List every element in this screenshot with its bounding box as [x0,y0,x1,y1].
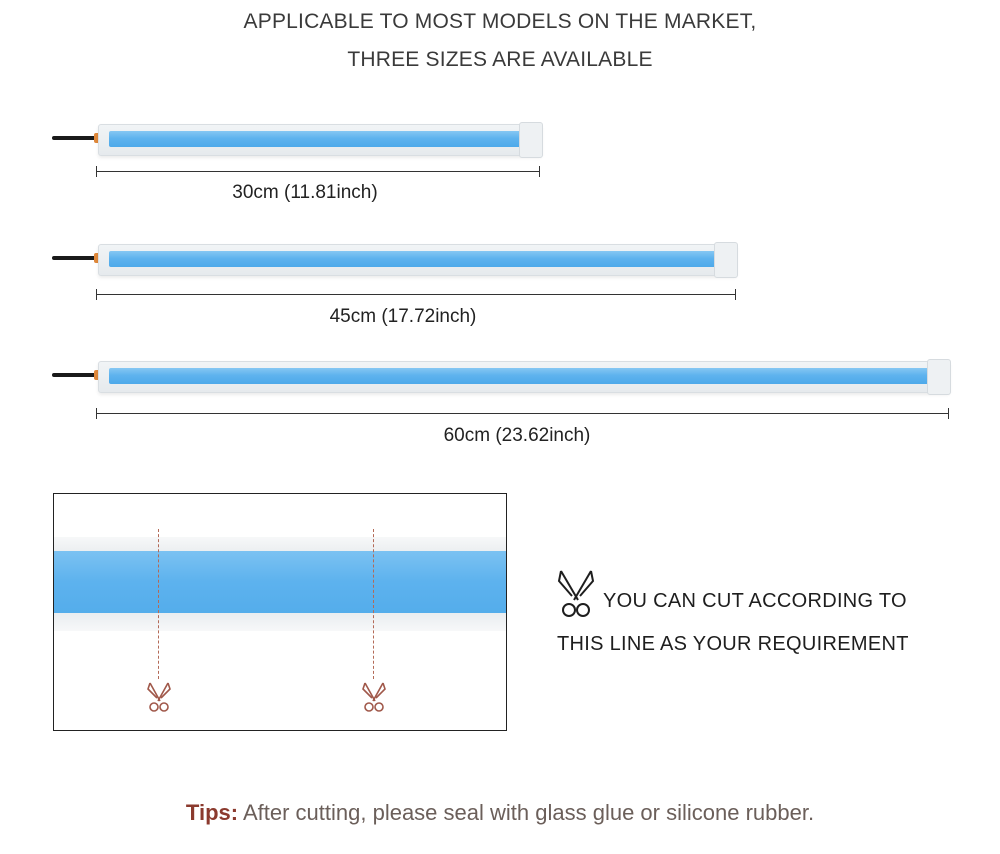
led-strip-60cm [98,359,951,395]
cut-illustration [53,493,507,731]
strip-cover-bottom [54,613,506,631]
cut-instruction-line-2: THIS LINE AS YOUR REQUIREMENT [557,633,909,655]
scissors-icon [557,570,595,617]
wire-45cm [52,256,98,260]
size-label-30cm: 30cm (11.81inch) [232,182,378,203]
cut-line-left [158,529,159,679]
led-strip-core [109,131,525,147]
size-label-45cm: 45cm (17.72inch) [329,306,477,327]
dimension-line-60cm [96,408,949,419]
headline-line-2: THREE SIZES ARE AVAILABLE [347,48,653,71]
tips-note: Tips: After cutting, please seal with gl… [0,800,1000,826]
wire-30cm [52,136,98,140]
tips-text: After cutting, please seal with glass gl… [238,800,815,825]
headline-line-1: APPLICABLE TO MOST MODELS ON THE MARKET, [243,10,757,33]
dimension-line-45cm [96,289,736,300]
tips-label: Tips: [185,800,239,825]
led-strip-30cm [98,122,543,158]
end-cap [927,359,951,395]
wire-60cm [52,373,98,377]
cut-instruction-line-1: YOU CAN CUT ACCORDING TO [603,590,907,612]
led-strip-45cm [98,242,738,278]
scissors-icon [147,682,171,712]
scissors-icon [362,682,386,712]
led-strip-core [109,368,933,384]
dimension-line-30cm [96,166,540,177]
size-label-60cm: 60cm (23.62inch) [443,425,591,446]
end-cap [519,122,543,158]
end-cap [714,242,738,278]
strip-led-core [54,551,506,613]
strip-cover-top [54,537,506,551]
cut-line-right [373,529,374,679]
led-strip-core [109,251,720,267]
